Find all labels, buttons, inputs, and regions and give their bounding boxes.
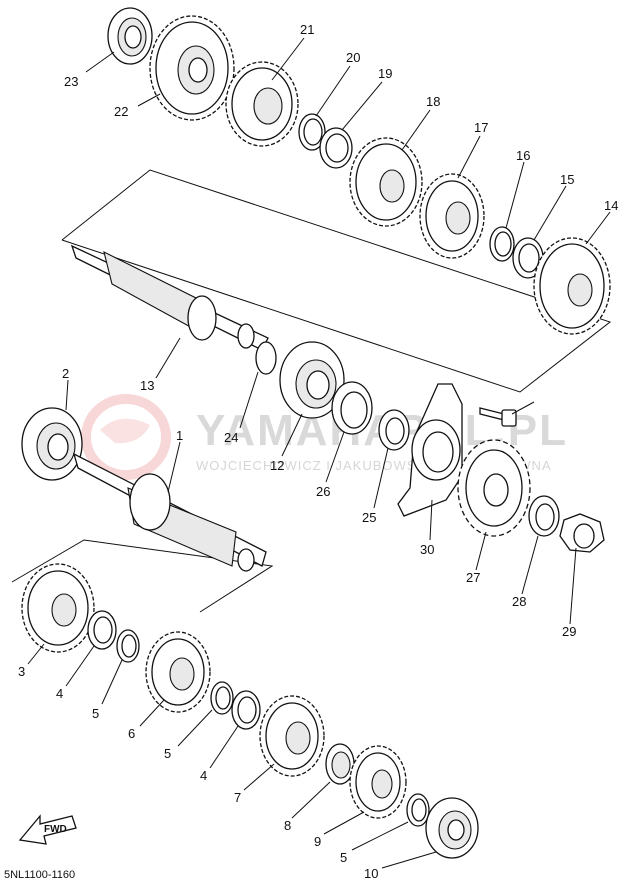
callout-25: 26	[316, 484, 330, 499]
lockwasher-27	[528, 495, 560, 537]
callout-22: 23	[64, 74, 78, 89]
nut-28	[559, 513, 605, 553]
gear-13	[533, 237, 611, 335]
shaft-1	[72, 452, 267, 572]
gear-21	[149, 15, 235, 121]
shaft-12	[70, 244, 269, 351]
collar-24	[378, 409, 410, 451]
gear-7	[259, 695, 325, 777]
callout-15: 16	[516, 148, 530, 163]
bearing-11	[279, 341, 345, 419]
gear-16	[419, 173, 485, 259]
circlip-5b	[210, 681, 234, 715]
circlip-5c	[406, 793, 430, 827]
diagram-code: 5NL1100-1160	[4, 869, 75, 881]
circlip-19	[298, 113, 326, 151]
callout-13: 14	[604, 198, 618, 213]
callout-5c: 5	[340, 850, 347, 865]
callout-4a: 4	[56, 686, 63, 701]
gear-3	[21, 563, 95, 653]
callout-7: 7	[234, 790, 241, 805]
gear-17	[349, 137, 423, 227]
callout-8: 8	[284, 818, 291, 833]
watermark-logo	[81, 394, 171, 480]
callout-5a: 5	[92, 706, 99, 721]
gear-9	[349, 745, 407, 819]
callout-19: 20	[346, 50, 360, 65]
callout-10: 10	[364, 866, 378, 881]
holder-29	[397, 383, 463, 517]
callout-11: 12	[270, 458, 284, 473]
washer-4a	[87, 610, 117, 650]
group-frames	[11, 169, 612, 613]
callout-2: 2	[62, 366, 69, 381]
callout-24: 25	[362, 510, 376, 525]
washer-18	[319, 127, 353, 169]
callout-23: 24	[224, 430, 238, 445]
gear-6	[145, 631, 211, 713]
leader-lines	[27, 37, 611, 869]
washer-14	[512, 237, 544, 279]
callout-20: 21	[300, 22, 314, 37]
bearing-2	[21, 407, 83, 481]
gear-20	[225, 61, 299, 147]
callout-1: 1	[176, 428, 183, 443]
callout-3: 3	[18, 664, 25, 679]
bearing-10	[425, 797, 479, 859]
seal-25	[331, 381, 373, 435]
fwd-arrow: FWD	[18, 814, 77, 845]
callout-28: 29	[562, 624, 576, 639]
callout-12: 13	[140, 378, 154, 393]
callout-5b: 5	[164, 746, 171, 761]
circlip-15	[489, 226, 515, 262]
oring-23	[255, 341, 277, 375]
callout-4b: 4	[200, 768, 207, 783]
callout-27: 28	[512, 594, 526, 609]
callout-26: 27	[466, 570, 480, 585]
callout-18: 19	[378, 66, 392, 81]
bearing-22	[107, 7, 153, 65]
fwd-label: FWD	[44, 824, 67, 835]
washer-4b	[231, 690, 261, 730]
sprocket-26	[457, 439, 531, 537]
callout-16: 17	[474, 120, 488, 135]
bearing-8	[325, 743, 355, 785]
callouts: 23 22 21 20 19 18 17 16 15 14 13 24 12 2…	[18, 22, 618, 881]
callout-21: 22	[114, 104, 128, 119]
callout-29: 30	[420, 542, 434, 557]
callout-14: 15	[560, 172, 574, 187]
callout-6: 6	[128, 726, 135, 741]
callout-9: 9	[314, 834, 321, 849]
callout-17: 18	[426, 94, 440, 109]
circlip-5a	[116, 629, 140, 663]
